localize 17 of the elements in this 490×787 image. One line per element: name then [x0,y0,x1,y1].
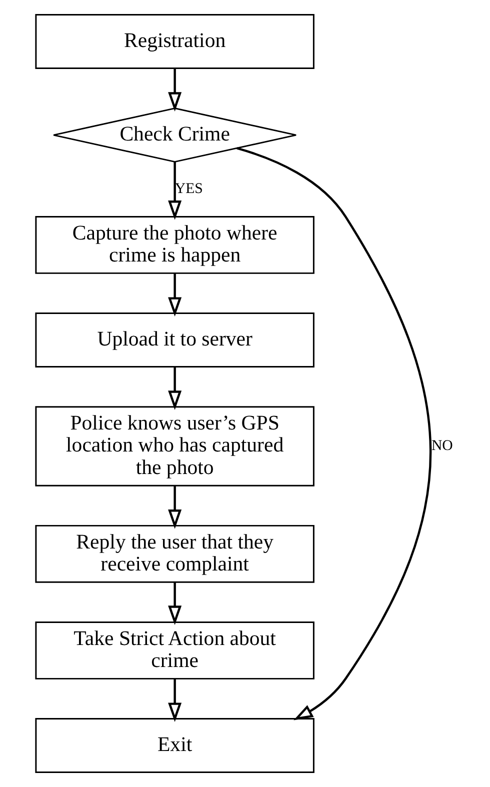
arrow [168,367,182,410]
node-box: Capture the photo where crime is happen [35,216,314,274]
arrow [168,582,182,626]
arrow [168,274,182,317]
node-box: Take Strict Action about crime [35,622,314,680]
arrow [168,486,182,529]
arrow [236,147,432,720]
node-box: Reply the user that they receive complaint [35,524,314,583]
node-box: Police knows user’s GPS location who has captured the photo [35,406,314,486]
arrow [168,68,182,112]
node-box: Registration [35,14,314,69]
edge-label: NO [431,438,453,454]
arrow [168,162,182,220]
arrow [168,679,182,722]
node-box: Exit [35,718,314,773]
node-diamond: Check Crime [52,108,297,163]
node-box: Upload it to server [35,312,314,368]
